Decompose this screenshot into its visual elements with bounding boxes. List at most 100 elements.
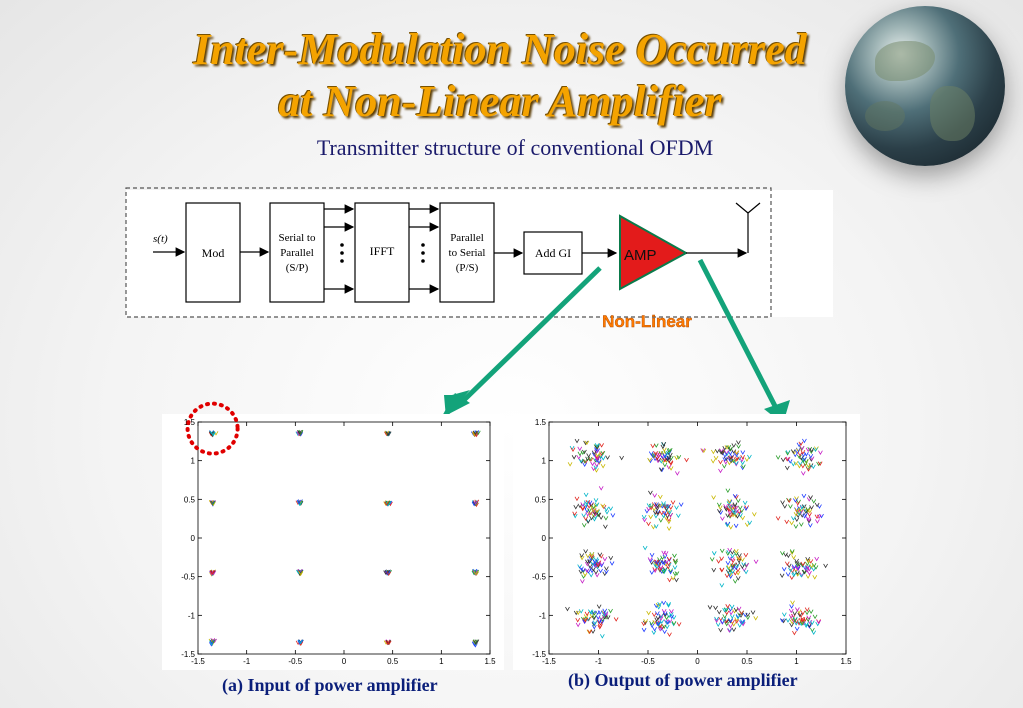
data-point (589, 554, 595, 559)
data-point (811, 499, 817, 504)
data-point (795, 607, 800, 612)
data-point (735, 514, 740, 519)
data-point (603, 516, 609, 521)
ps-label-3: (P/S) (456, 262, 479, 274)
globe-land (865, 101, 905, 131)
data-point (584, 611, 590, 617)
data-point (807, 512, 812, 517)
y-tick-label: -0.5 (181, 573, 195, 582)
data-point (661, 550, 667, 556)
data-point (788, 614, 794, 619)
data-point (728, 513, 734, 518)
data-point (608, 555, 614, 561)
data-point (794, 517, 800, 522)
data-point (784, 465, 790, 471)
data-point (589, 515, 594, 521)
data-point (724, 618, 730, 624)
data-point (784, 519, 790, 525)
data-point (582, 572, 588, 577)
data-point (728, 451, 733, 456)
data-point (619, 455, 625, 461)
data-point (805, 463, 811, 468)
data-point (585, 553, 591, 559)
data-point (803, 623, 809, 629)
data-point (791, 572, 797, 578)
data-point (656, 605, 662, 610)
data-point (799, 513, 805, 518)
data-point (648, 505, 654, 511)
data-point (789, 520, 794, 526)
data-point (668, 460, 674, 465)
data-point (385, 570, 391, 576)
data-point (747, 520, 753, 526)
data-point (802, 569, 808, 575)
data-point (804, 621, 809, 627)
data-point (740, 454, 746, 460)
data-point (666, 603, 671, 608)
data-point (664, 504, 670, 510)
data-point (658, 459, 664, 464)
data-point (718, 459, 723, 465)
data-point (710, 459, 716, 464)
data-point (658, 613, 664, 619)
data-point (745, 612, 751, 618)
data-point (823, 563, 828, 569)
data-point (666, 602, 671, 607)
data-point (728, 446, 734, 452)
data-point (668, 612, 674, 617)
data-point (651, 502, 657, 507)
data-point (791, 516, 796, 521)
data-point (599, 634, 605, 639)
data-point (728, 618, 734, 624)
data-point (650, 453, 656, 458)
data-point (594, 502, 600, 507)
data-point (600, 464, 606, 469)
y-tick-label: 1.5 (535, 418, 547, 427)
data-point (590, 508, 596, 513)
data-point (809, 447, 814, 453)
data-point (736, 558, 742, 564)
data-point (729, 503, 735, 509)
data-point (666, 455, 672, 461)
data-point (662, 611, 668, 616)
data-point (211, 638, 216, 644)
data-point (729, 604, 735, 610)
data-point (604, 566, 609, 571)
data-point (793, 524, 799, 529)
data-point (649, 621, 654, 626)
data-point (727, 504, 733, 510)
sp-label-3: (S/P) (286, 262, 309, 274)
green-arrow-to-input (460, 266, 602, 404)
data-point (600, 617, 605, 622)
data-point (781, 567, 787, 572)
data-point (717, 505, 723, 510)
slide-title: Inter-Modulation Noise Occurred at Non-L… (140, 24, 860, 128)
data-point (594, 449, 599, 454)
data-point (574, 438, 580, 444)
data-point (794, 626, 800, 632)
data-point (738, 613, 744, 618)
data-point (384, 501, 389, 507)
data-point (658, 467, 664, 472)
data-point (296, 499, 302, 505)
data-point (791, 555, 797, 560)
data-point (593, 465, 599, 470)
data-point (603, 615, 609, 620)
data-point (723, 456, 729, 462)
data-point (727, 571, 733, 576)
data-point (731, 443, 737, 448)
add-gi-label: Add GI (535, 246, 571, 260)
data-point (722, 457, 728, 462)
data-point (804, 452, 809, 457)
caption-input: (a) Input of power amplifier (222, 675, 438, 695)
data-point (578, 609, 584, 614)
data-point (814, 556, 820, 562)
data-point (733, 457, 739, 462)
data-point (664, 559, 669, 564)
data-point (659, 510, 665, 516)
data-point (781, 612, 787, 618)
data-point (780, 500, 785, 505)
data-point (651, 453, 657, 459)
data-point (721, 464, 727, 469)
data-point (729, 614, 735, 619)
